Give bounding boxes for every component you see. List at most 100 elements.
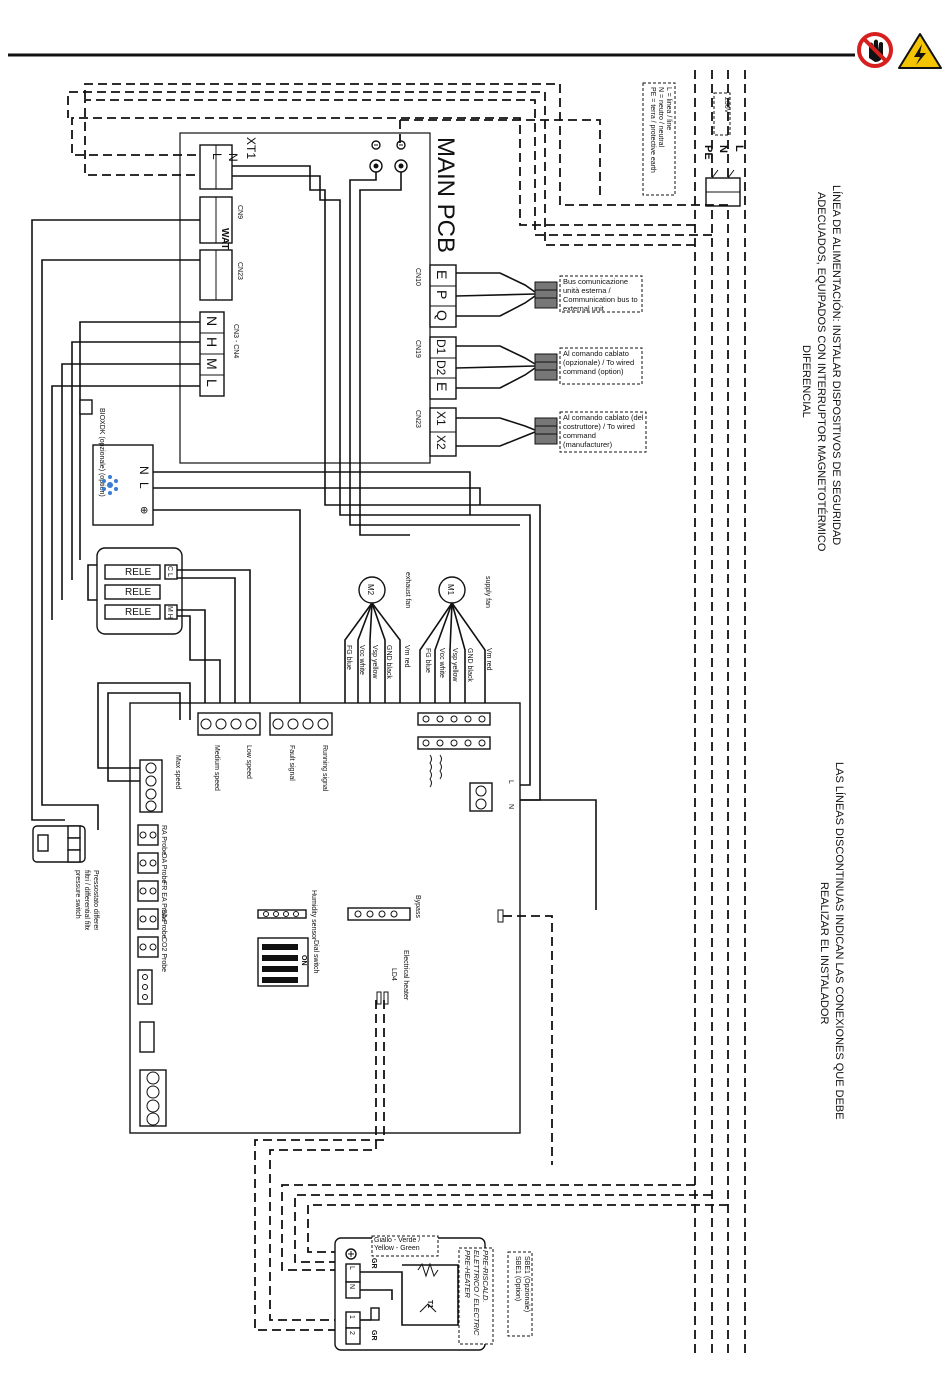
fan-m1-wire-3: Vsp yellow [451,648,458,682]
cn19-terminal-d1: D1 [434,339,448,355]
cn3-terminal-n: N [204,316,220,326]
fan-m2-wire-5: FG blue [345,645,352,670]
fan-board-power-l: L [507,780,514,784]
bus-label-cn10-text: Bus comunicazione unità esterna / Commun… [563,277,638,313]
relay-board: RELE RELE RELE C L M H [87,547,251,720]
no-touch-icon [857,32,893,68]
preheater-thermostat: T1 [426,1300,433,1308]
sbe1-label: SBE1 (Opzionale) SBE1 (Option) [507,1251,533,1337]
breaker-switch [705,169,741,207]
fan-m2-label: exhaust fan [404,572,411,608]
legend-earth: PE = terra / protective earth [649,87,656,173]
bypass-label: Bypass [414,895,421,918]
electric-hazard-icon [898,33,942,69]
dashed-lines-note-1: LAS LÍNEAS DISCONTINUAS INDICAN LAS CONE… [833,762,846,1120]
supply-terminal-l: L [733,145,745,152]
preheater-relay-label-1: GR [370,1258,377,1269]
supply-voltage: 230V ~ [713,92,731,136]
cn23-left-label: CN23 [236,262,243,280]
legend-line: L = linea / line [665,87,672,130]
xt1-terminal-n: N [226,153,240,162]
cn3-terminal-h: H [204,337,220,347]
sbe1-label-it: SBE1 (Opzionale) [523,1256,530,1312]
pressure-switch-label: Pressostato differenziale filtri / diffe… [74,870,99,930]
cn19-label: CN19 [414,340,421,358]
dial-switch-label: Dial switch [312,940,319,974]
medium-speed-label: Medium speed [213,745,220,791]
power-line-note-1: LÍNEA DE ALIMENTACIÓN: INSTALAR DISPOSIT… [830,185,843,545]
cn23-terminal-x2: X2 [434,435,448,450]
cable-gland-cn23 [534,417,558,445]
relay-label-2: RELE [125,587,151,598]
main-pcb: MAIN PCB XT1 L N CN9 WATER CN23 N H M L … [179,132,459,464]
fan-control-board: L N Running signal Fault signal Low spee… [97,682,521,1134]
snowflake-icon [102,475,118,495]
fan-m2-name: M2 [366,584,375,596]
max-speed-label: Max speed [174,755,181,789]
xt1-label: XT1 [244,137,258,159]
fan-m2-wire-2: GND black [385,645,392,679]
fan-m1-wire-1: Vm red [485,648,492,671]
running-signal-label: Running signal [321,745,328,792]
electrical-heater-label: Electrical heater [402,950,409,1001]
dip-switch-on-label: ON [300,955,307,966]
relay-label-1: RELE [125,567,151,578]
cn10-terminal-q: Q [434,310,450,321]
fan-m2-wire-3: Vsp yellow [371,645,378,679]
earth-terminal-2 [394,140,408,173]
sbe1-label-en: SBE1 (Option) [514,1256,521,1301]
fan-m2-wire-1: Vm red [403,645,410,668]
relay-label-3: RELE [125,607,151,618]
bus-label-cn10: Bus comunicazione unità esterna / Commun… [559,275,643,313]
fan-board-power-n: N [507,804,514,809]
cn10-label: CN10 [414,268,421,286]
power-line-note-3: DIFERENCIAL [800,345,812,418]
biox-module: BIOXDK (opzionale) (option) N L ⊕ [79,399,154,526]
sensor-oa: OA Probe [160,853,167,883]
fan-m2-wire-4: Vcc white [358,645,365,675]
supply-lines [694,70,746,1355]
fan-m1-wire-5: FG blue [424,648,431,673]
preheater-relay-label-2: GR [370,1330,377,1341]
sensor-ra: RA Probe [160,825,167,855]
ld4-label: LD4 [390,968,397,981]
relay-terminal-mh: M H [166,606,173,619]
cn9-water-text: WATER [219,228,230,264]
cn19-terminal-e: E [434,382,450,391]
cn10-terminal-p: P [434,290,450,299]
biox-label: BIOXDK (opzionale) (option) [98,408,105,497]
internal-wiring [31,165,541,830]
bus-label-cn23: Al comando cablato (del costruttore) / T… [559,411,647,453]
svg-text:230V ~: 230V ~ [723,97,730,119]
cn19-terminal-d2: D2 [434,360,448,376]
biox-terminal-l: L [137,482,151,489]
cn23-right-label: CN23 [414,410,421,428]
preheater-terminal-1: 1 [348,1315,355,1319]
fan-m1-name: M1 [446,584,455,596]
supply-legend: L = linea / line N = neutro / neutral PE… [642,82,676,196]
supply-terminal-pe: PE [702,145,714,160]
biox-terminal-n: N [137,466,151,475]
cn10-terminal-e: E [434,270,450,279]
installer-wiring-top [67,83,728,246]
sensor-sa: SA Probe [160,909,167,939]
preheater-earth-label: Giallo - Verde / Yellow - Green [374,1237,421,1252]
low-speed-label: Low speed [245,745,252,779]
supply-terminal-n: N [717,145,729,153]
preheater-earth [345,1248,357,1260]
fault-signal-label: Fault signal [288,745,295,781]
legend-neutral: N = neutro / neutral [657,87,664,148]
main-pcb-title: MAIN PCB [432,137,459,253]
preheater-earth-label-box: Giallo - Verde / Yellow - Green [371,1235,439,1257]
fan-m1: M1 supply fan Vm red GND black Vsp yello… [419,576,492,720]
cn9-label: CN9 [236,205,243,219]
pressure-switch: Pressostato differenziale filtri / diffe… [32,825,99,930]
cn3-terminal-l: L [204,379,220,387]
cn23-terminal-x1: X1 [434,411,448,426]
fan-m1-wire-4: Vcc white [438,648,445,678]
fan-m1-label: supply fan [484,576,491,608]
cable-gland-cn10 [534,281,558,309]
sensor-fr-ea: FR EA Probe [160,881,167,922]
cable-gland-cn19 [534,353,558,381]
